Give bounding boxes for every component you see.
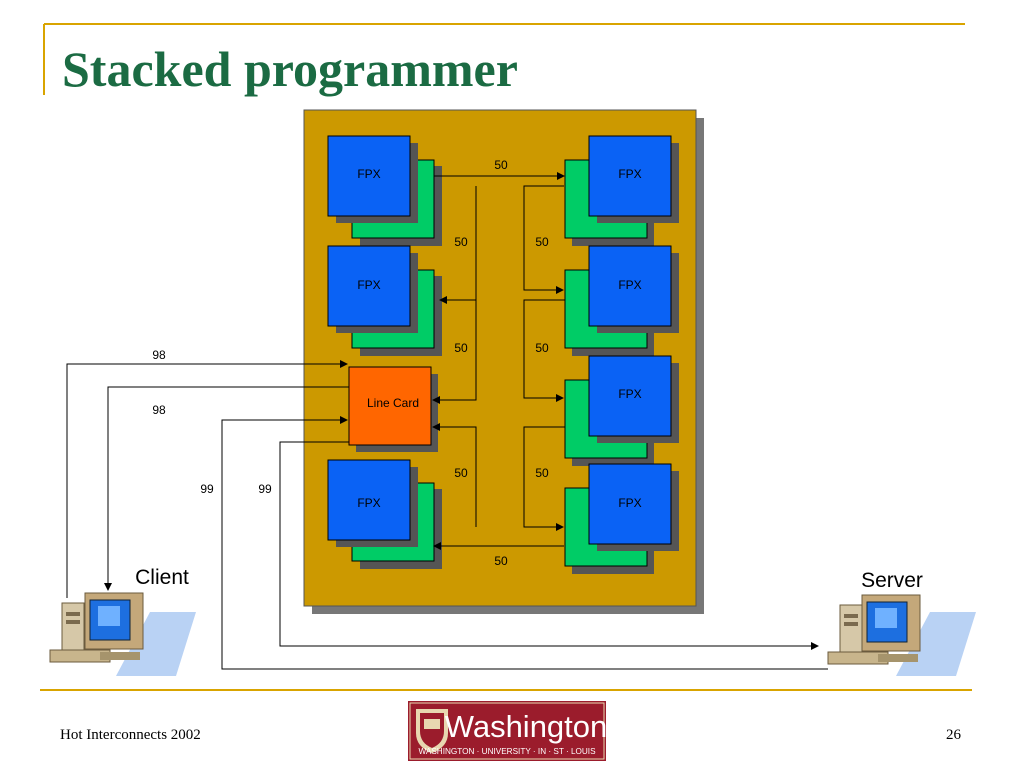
fpx-label: FPX [618, 387, 641, 401]
logo-subtitle: WASHINGTON · UNIVERSITY · IN · ST · LOUI… [418, 747, 596, 756]
client-label: Client [135, 566, 189, 589]
fpx-unit-right-4: FPX [564, 463, 679, 574]
link-label-left-2: 50 [454, 341, 468, 355]
link-label-right-1: 50 [535, 235, 549, 249]
link-label-server-out: 99 [258, 482, 272, 496]
server-computer-icon [827, 594, 976, 676]
link-label-server-in: 99 [200, 482, 214, 496]
client-to-linecard-arrow [66, 360, 348, 598]
link-label-top: 50 [494, 158, 508, 172]
internal-links [432, 172, 565, 550]
link-left-2-arrow [432, 300, 477, 404]
fpx-unit-right-2: FPX [564, 245, 679, 356]
link-right-1-arrow [523, 185, 564, 294]
fpx-unit-left-2: FPX [327, 245, 442, 356]
link-label-client-in: 98 [152, 348, 166, 362]
link-label-left-1: 50 [454, 235, 468, 249]
external-links [66, 360, 828, 670]
university-seal-icon [416, 709, 448, 753]
client-computer-icon [49, 592, 196, 676]
server-label: Server [861, 569, 923, 592]
link-label-client-out: 98 [152, 403, 166, 417]
fpx-label: FPX [357, 167, 380, 181]
slide-title: Stacked programmer [62, 41, 518, 97]
link-label-left-3: 50 [454, 466, 468, 480]
logo-wordmark: Washington [445, 709, 606, 744]
link-right-2-arrow [523, 299, 565, 402]
link-label-right-3: 50 [535, 466, 549, 480]
linecard-to-server-arrow [279, 441, 819, 650]
link-label-bottom: 50 [494, 554, 508, 568]
line-card: Line Card [348, 366, 438, 452]
fpx-unit-left-1: FPX [327, 135, 442, 246]
fpx-unit-left-3: FPX [327, 459, 442, 569]
fpx-label: FPX [357, 278, 380, 292]
link-left-3-arrow [432, 423, 477, 527]
fpx-label: FPX [618, 278, 641, 292]
fpx-label: FPX [618, 167, 641, 181]
link-label-right-2: 50 [535, 341, 549, 355]
line-card-label: Line Card [367, 396, 419, 410]
fpx-unit-right-3: FPX [564, 355, 679, 466]
page-number: 26 [946, 727, 961, 743]
link-right-3-arrow [523, 426, 565, 531]
washington-university-logo: Washington WASHINGTON · UNIVERSITY · IN … [408, 701, 606, 761]
fpx-label: FPX [357, 496, 380, 510]
server-to-linecard-arrow [221, 416, 828, 670]
linecard-to-client-arrow [104, 386, 349, 591]
footer-text: Hot Interconnects 2002 [60, 727, 201, 743]
fpx-unit-right-1: FPX [564, 135, 679, 246]
fpx-label: FPX [618, 496, 641, 510]
